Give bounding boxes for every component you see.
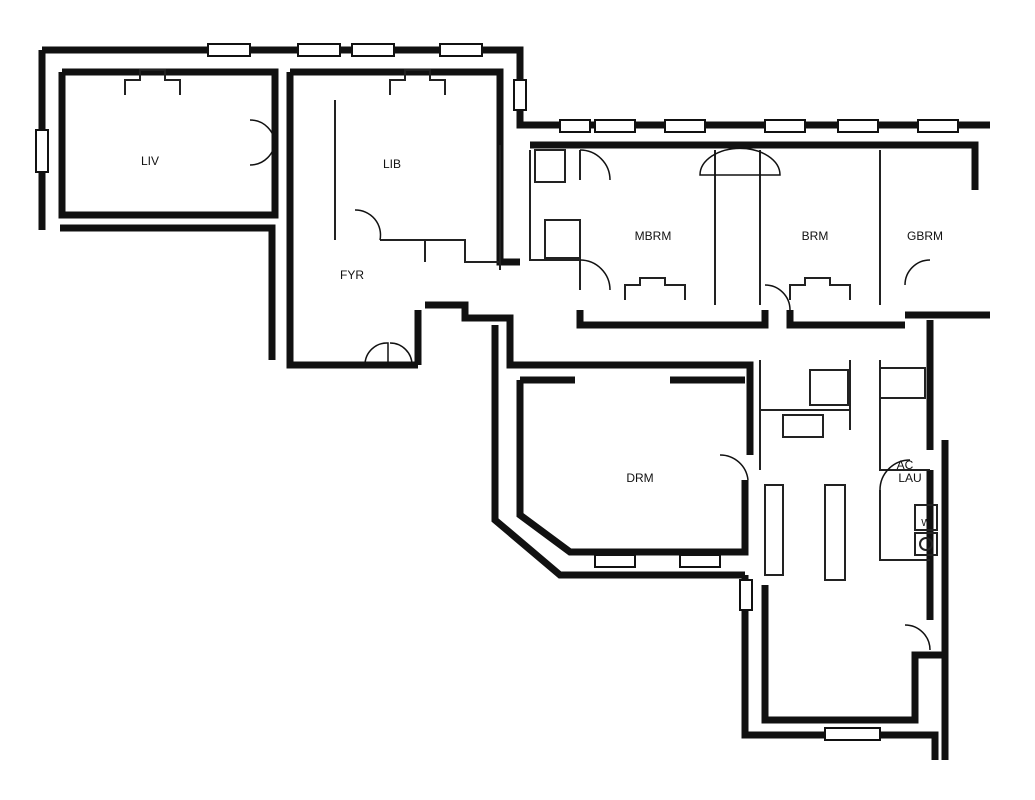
sink-icon [782, 414, 824, 438]
fireplace-icon [389, 69, 446, 95]
room-label-liv: LIV [141, 154, 159, 168]
kitchen-island [824, 484, 846, 581]
room-label-fyr: FYR [340, 268, 364, 282]
room-label-gbrm: GBRM [907, 229, 943, 243]
dryer-drum-icon [919, 537, 933, 551]
room-labels: LIV LIB FYR MBRM BRM GBRM DRM AC LAU W [141, 154, 943, 529]
room-label-lau: LAU [898, 471, 921, 485]
room-label-ac: AC [897, 458, 914, 472]
room-label-brm: BRM [802, 229, 829, 243]
kitchen-counter [764, 484, 784, 576]
bathtub-icon [534, 149, 566, 183]
washer-label: W [921, 518, 931, 529]
windows [35, 43, 959, 741]
doors [249, 119, 931, 651]
fireplace-icon [124, 69, 181, 95]
partitions [334, 100, 930, 561]
dryer-icon [914, 532, 938, 556]
room-label-drm: DRM [626, 471, 653, 485]
walls [38, 46, 990, 760]
fixtures [124, 69, 938, 581]
shower-icon [809, 369, 849, 406]
shower-icon [544, 219, 581, 259]
fireplace-icon [624, 277, 686, 300]
room-label-lib: LIB [383, 157, 401, 171]
washer-icon [914, 504, 938, 531]
room-label-mbrm: MBRM [635, 229, 672, 243]
bathtub-icon [879, 367, 926, 399]
fireplace-icon [789, 277, 851, 300]
